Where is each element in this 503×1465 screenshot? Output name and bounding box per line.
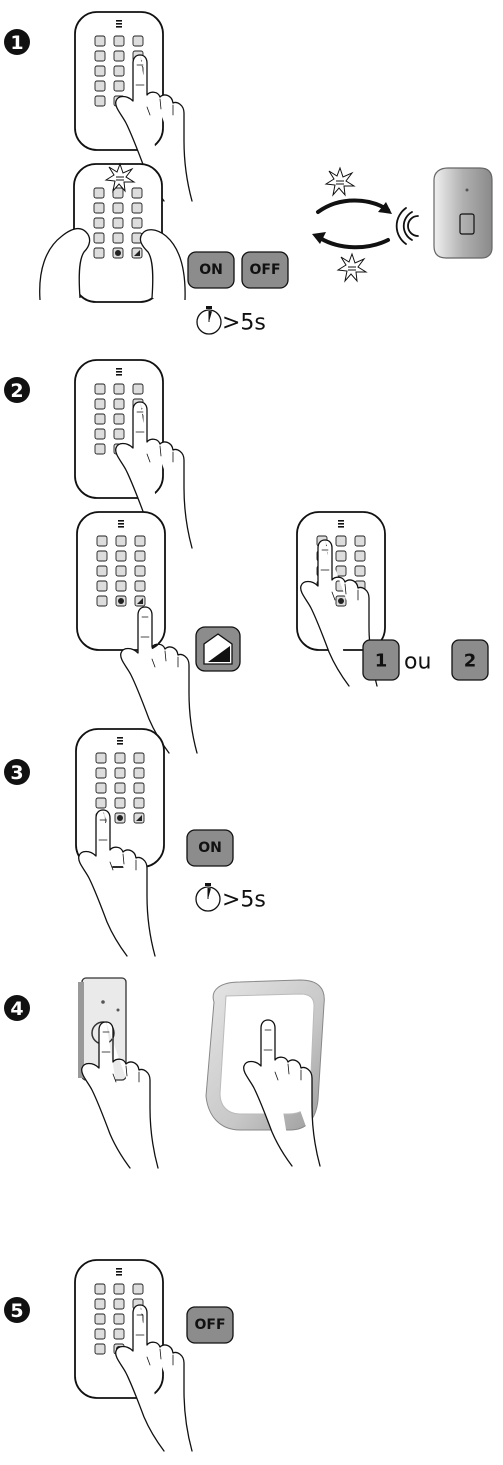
key-2-icon [451,639,489,681]
duration-label: >5s [222,888,266,913]
on-button-icon [187,251,235,289]
step-1-badge [4,29,30,55]
key-1-label: 1 [375,651,388,672]
step-4: 4 [4,977,325,1169]
step-5-number: 5 [10,1300,23,1322]
step-3-number: 3 [10,762,23,784]
step-5: 5 OFF [4,1259,234,1452]
keypad-remote [75,728,165,868]
on-button-label: ON [198,840,222,856]
stopwatch-icon [195,882,221,912]
stopwatch-icon [196,305,222,335]
step-5-badge [4,1297,30,1323]
arrow-left-icon [318,236,390,250]
or-label: ou [404,650,431,675]
step-1-number: 1 [10,32,23,54]
on-button-icon [186,829,234,867]
off-button-label: OFF [249,262,280,278]
home-button-icon [195,626,241,672]
flash-burst-icon [337,253,367,282]
step-2-number: 2 [10,380,23,402]
step-4-badge [4,995,30,1021]
off-button-icon [241,251,289,289]
off-button-label: OFF [194,1317,225,1333]
step-2-badge [4,377,30,403]
step-4-number: 4 [10,998,23,1020]
off-button-icon [186,1306,234,1344]
step-3: 3 ON >5s [4,728,266,957]
arrow-right-icon [316,198,390,214]
step-3-badge [4,759,30,785]
step-2: 2 1 ou 2 [4,359,489,754]
duration-label: >5s [222,311,266,336]
step-1: 1 ON OFF >5s [4,11,493,336]
motion-detector-icon [433,167,493,259]
on-button-label: ON [199,262,223,278]
key-1-icon [362,639,400,681]
radio-waves-icon [395,207,419,245]
flash-burst-icon [325,167,355,196]
key-2-label: 2 [464,651,477,672]
left-hand-icon [39,227,91,301]
right-hand-icon [139,229,186,301]
